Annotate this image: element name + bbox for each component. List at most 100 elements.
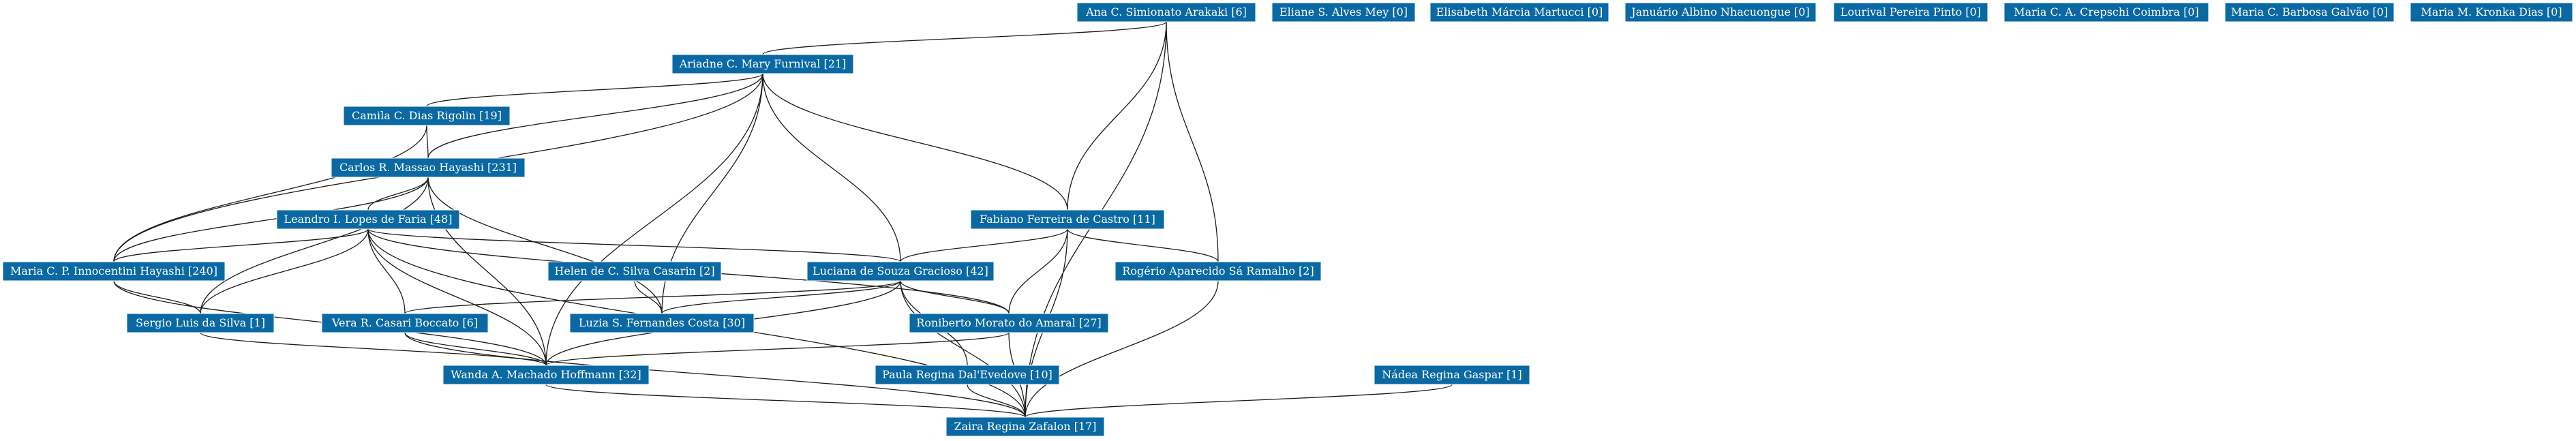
edge-leandro-wanda [367,228,547,366]
node-label: Paula Regina Dal'Evedove [10] [882,368,1052,381]
edge-fabiano-roniberto [1008,228,1068,314]
elisabeth-node[interactable]: Elisabeth Márcia Martucci [0] [1429,2,1609,22]
edge-paula-zaira [967,384,1026,418]
mariakronka-node[interactable]: Maria M. Kronka Dias [0] [2410,2,2573,22]
zaira-node[interactable]: Zaira Regina Zafalon [17] [945,416,1105,437]
januario-node[interactable]: Januário Albino Nhacuongue [0] [1624,2,1817,22]
node-label: Zaira Regina Zafalon [17] [954,420,1097,433]
node-box [126,313,275,333]
node-label: Fabiano Ferreira de Castro [11] [980,213,1155,226]
wanda-node[interactable]: Wanda A. Machado Hoffmann [32] [442,365,650,385]
node-box [945,416,1105,437]
node-box [671,54,854,74]
luzia-node[interactable]: Luzia S. Fernandes Costa [30] [569,313,755,333]
node-label: Ana C. Simionato Arakaki [6] [1085,5,1247,18]
nadea-node[interactable]: Nádea Regina Gaspar [1] [1374,365,1530,385]
node-box [569,313,755,333]
edge-ariadne-carlos [427,73,763,159]
luciana-node[interactable]: Luciana de Souza Gracioso [42] [806,261,995,282]
edge-leandro-vera [367,228,406,314]
leandro-node[interactable]: Leandro I. Lopes de Faria [48] [276,209,460,230]
node-label: Luciana de Souza Gracioso [42] [813,264,988,277]
node-label: Nádea Regina Gaspar [1] [1382,368,1521,381]
eliane-node[interactable]: Eliane S. Alves Mey [0] [1271,2,1416,22]
node-label: Maria C. Barbosa Galvão [0] [2231,5,2388,18]
node-label: Carlos R. Massao Hayashi [231] [339,161,517,174]
roniberto-node[interactable]: Roniberto Morato do Amaral [27] [909,313,1109,333]
sergio-node[interactable]: Sergio Luis da Silva [1] [126,313,275,333]
node-box [970,209,1165,230]
lourival-node[interactable]: Lourival Pereira Pinto [0] [1833,2,1988,22]
node-box [2003,2,2209,22]
node-box [1624,2,1817,22]
node-label: Ariadne C. Mary Furnival [21] [679,57,847,70]
mariacrepschi-node[interactable]: Maria C. A. Crepschi Coimbra [0] [2003,2,2209,22]
node-box [547,261,722,282]
edge-leandro-luciana [367,228,901,262]
node-box [1115,261,1322,282]
node-box [1429,2,1609,22]
rogerio-node[interactable]: Rogério Aparecido Sá Ramalho [2] [1115,261,1322,282]
edge-carlos-wanda [427,177,547,366]
vera-node[interactable]: Vera R. Casari Boccato [6] [321,313,489,333]
edge-carlos-leandro [367,177,429,211]
edge-ariadne-wanda [545,73,763,366]
edge-ana-fabiano [1067,21,1167,211]
node-label: Camila C. Dias Rigolin [19] [352,109,502,122]
mariagalvao-node[interactable]: Maria C. Barbosa Galvão [0] [2224,2,2395,22]
edge-leandro-mariainnocentini [113,228,369,262]
ariadne-node[interactable]: Ariadne C. Mary Furnival [21] [671,54,854,74]
mariainnocentini-node[interactable]: Maria C. P. Innocentini Hayashi [240] [2,261,226,282]
node-box [806,261,995,282]
node-label: Januário Albino Nhacuongue [0] [1630,5,1809,18]
edge-luciana-roniberto [900,280,1010,314]
edge-camila-carlos [426,125,429,159]
node-label: Wanda A. Machado Hoffmann [32] [451,368,641,381]
node-box [276,209,460,230]
node-box [442,365,650,385]
node-label: Sergio Luis da Silva [1] [136,316,265,329]
edge-wanda-zaira [545,384,1026,418]
edge-carlos-sergio [200,177,429,314]
node-label: Leandro I. Lopes de Faria [48] [284,213,453,226]
node-box [875,365,1060,385]
node-box [1271,2,1416,22]
edge-sergio-wanda [200,332,547,366]
node-label: Helen de C. Silva Casarin [2] [554,264,714,277]
edge-fabiano-luciana [900,228,1068,262]
node-box [1374,365,1530,385]
node-label: Elisabeth Márcia Martucci [0] [1436,5,1603,18]
edge-ariadne-camila [426,73,763,107]
edge-rogerio-zaira [1025,280,1219,418]
node-box [2410,2,2573,22]
node-box [909,313,1109,333]
ana-node[interactable]: Ana C. Simionato Arakaki [6] [1076,2,1256,22]
carlos-node[interactable]: Carlos R. Massao Hayashi [231] [331,157,526,178]
edge-carlos-luzia [427,177,663,314]
node-box [331,157,526,178]
node-label: Maria C. P. Innocentini Hayashi [240] [10,264,217,277]
node-box [321,313,489,333]
node-label: Lourival Pereira Pinto [0] [1840,5,1981,18]
edge-camila-mariainnocentini [113,125,427,262]
edge-roniberto-wanda [545,332,1010,366]
fabiano-node[interactable]: Fabiano Ferreira de Castro [11] [970,209,1165,230]
node-label: Maria C. A. Crepschi Coimbra [0] [2014,5,2199,18]
edge-carlos-mariainnocentini [113,177,429,262]
node-box [2,261,226,282]
edge-luciana-vera [404,280,901,314]
node-box [1833,2,1988,22]
node-label: Eliane S. Alves Mey [0] [1279,5,1408,18]
edge-mariainnocentini-sergio [113,280,201,314]
node-label: Luzia S. Fernandes Costa [30] [579,316,745,329]
node-label: Vera R. Casari Boccato [6] [331,316,478,329]
helen-node[interactable]: Helen de C. Silva Casarin [2] [547,261,722,282]
edge-vera-zaira [404,332,1026,418]
camila-node[interactable]: Camila C. Dias Rigolin [19] [343,106,511,126]
node-label: Rogério Aparecido Sá Ramalho [2] [1122,264,1314,277]
paula-node[interactable]: Paula Regina Dal'Evedove [10] [875,365,1060,385]
node-label: Roniberto Morato do Amaral [27] [916,316,1101,329]
node-label: Maria M. Kronka Dias [0] [2421,5,2562,18]
